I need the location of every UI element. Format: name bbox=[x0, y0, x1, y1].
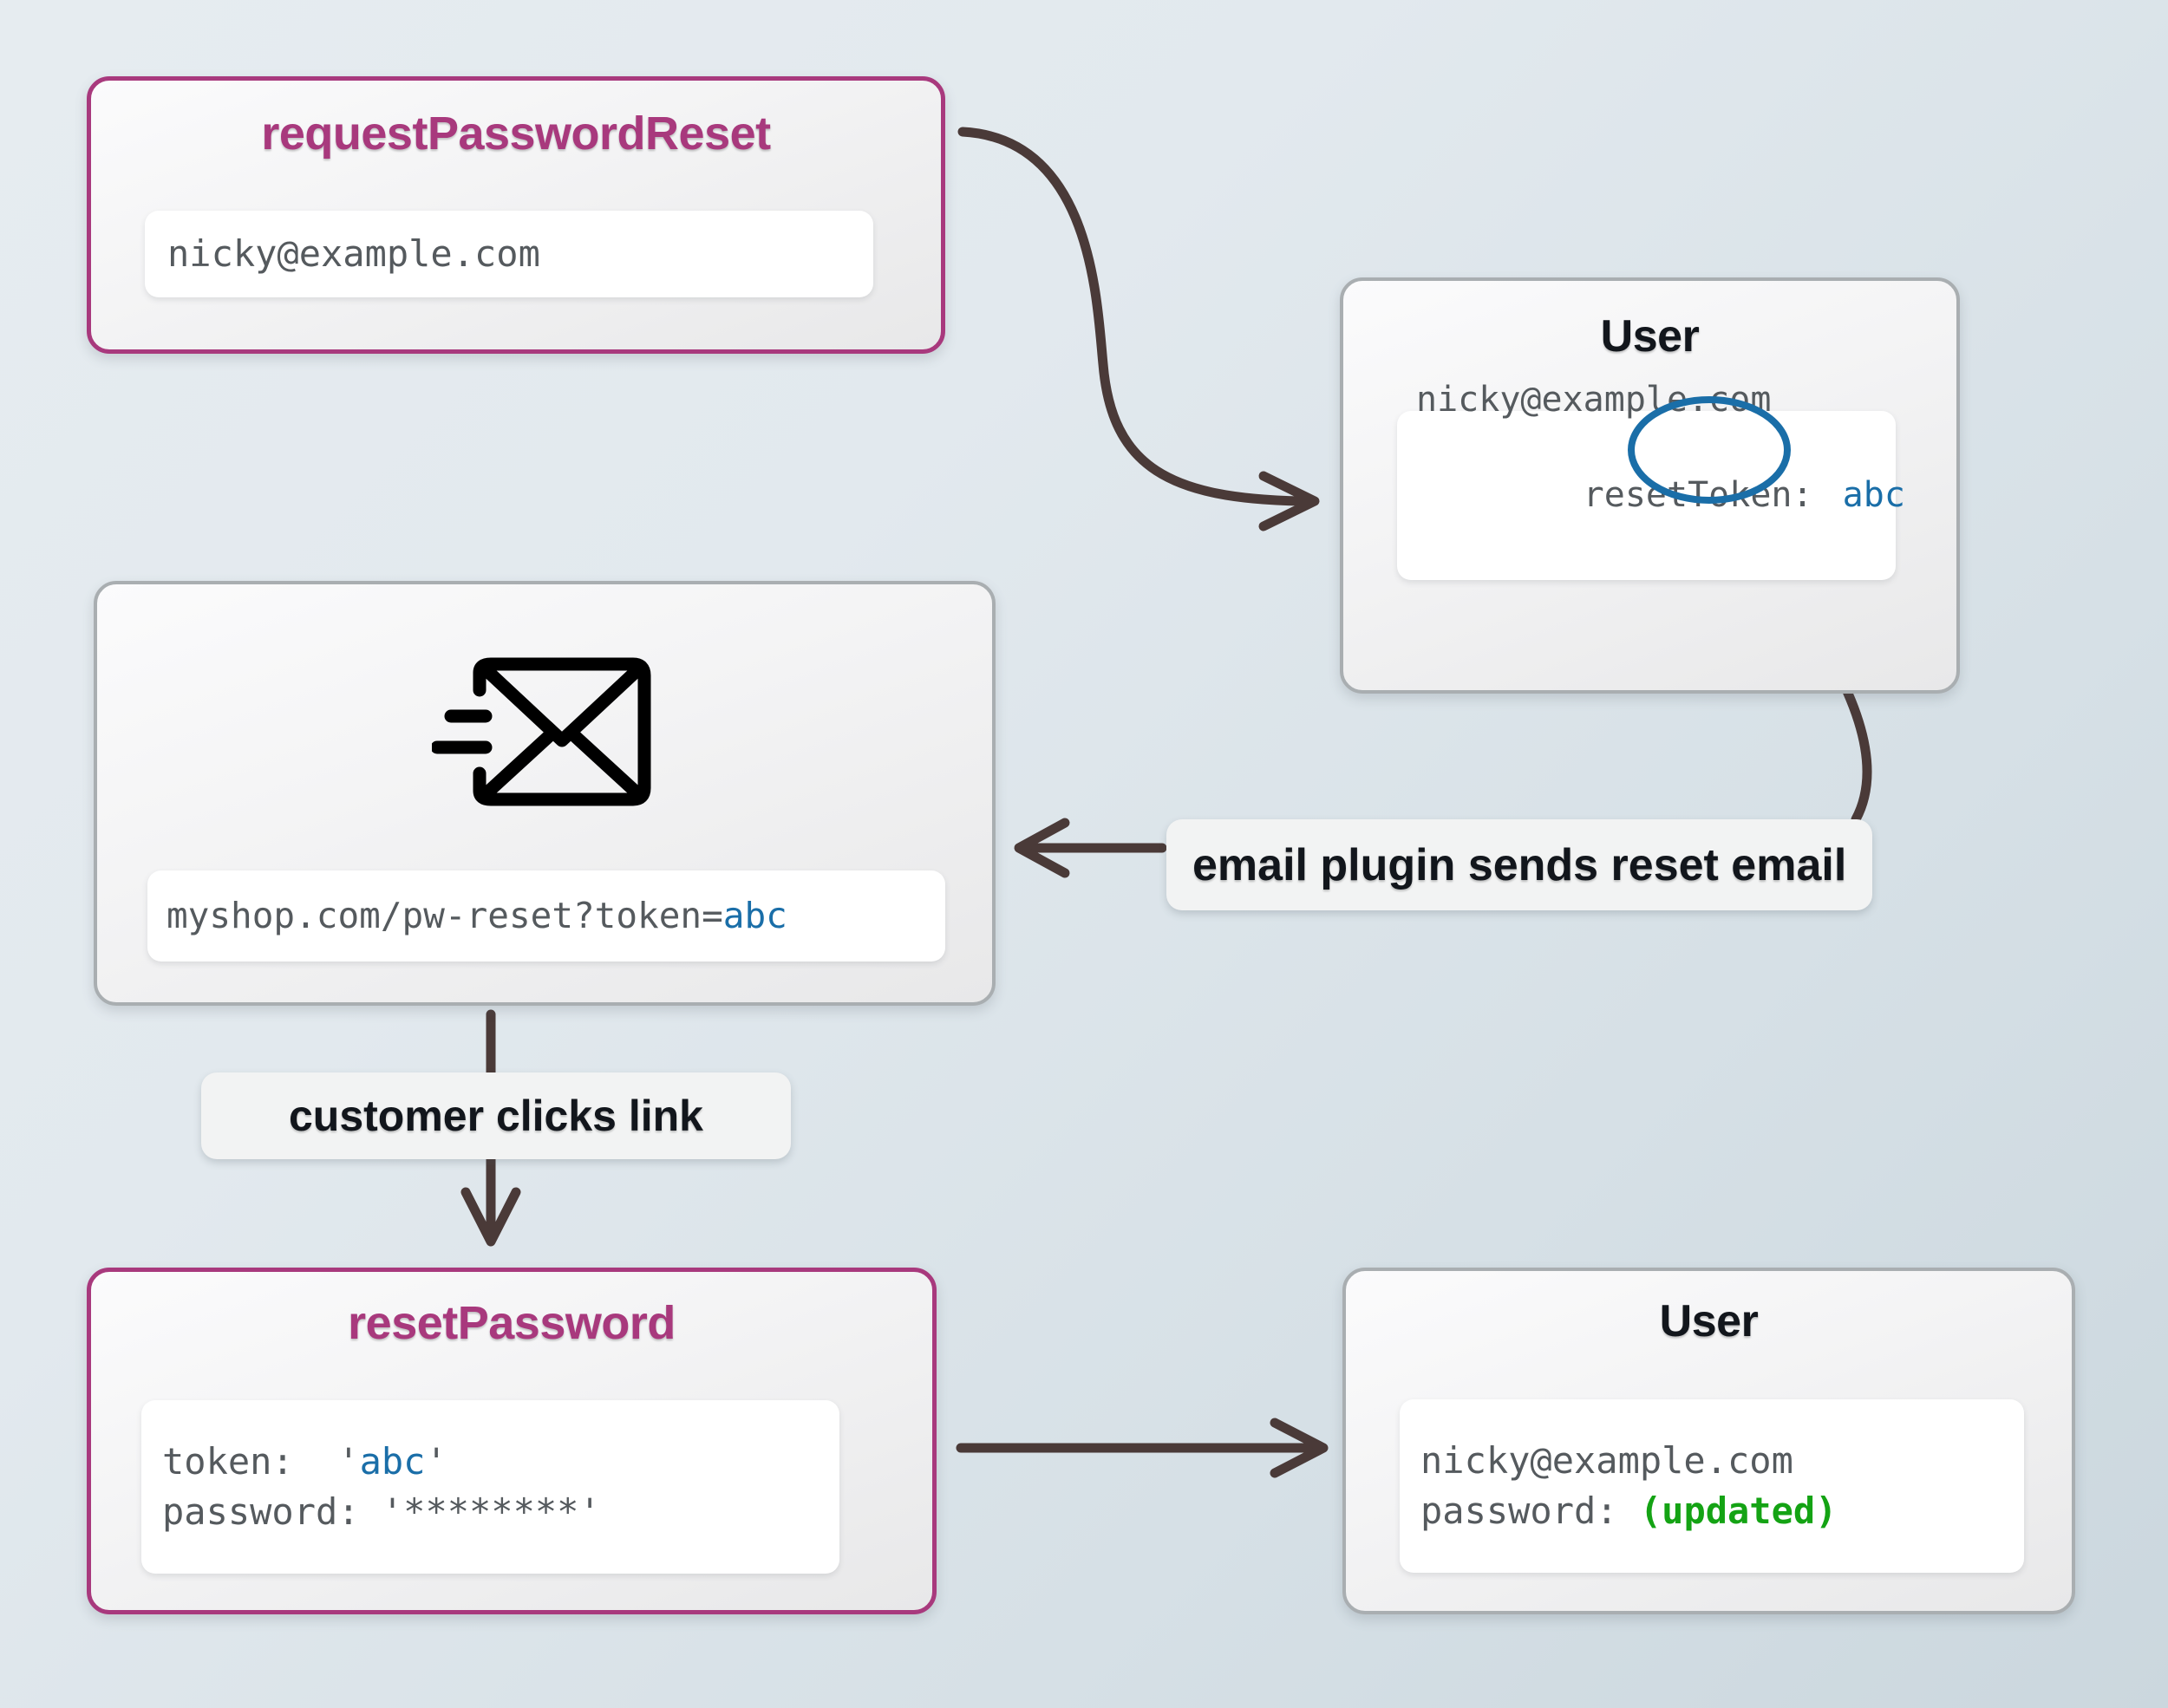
token-label: token: bbox=[162, 1440, 294, 1483]
label-customer-clicks-link: customer clicks link bbox=[201, 1072, 791, 1159]
arrow-plugin-to-email-head bbox=[1014, 818, 1070, 878]
card-title: User bbox=[1600, 311, 1700, 362]
arrow-request-to-user bbox=[957, 127, 1306, 506]
field-reset-url: myshop.com/pw-reset?token=abc bbox=[167, 891, 926, 941]
token-value: abc bbox=[359, 1440, 426, 1483]
field-email: nicky@example.com bbox=[167, 232, 540, 276]
card-user-bottom[interactable]: User nicky@example.com password: (update… bbox=[1342, 1268, 2075, 1614]
token-highlight-circle-icon bbox=[1628, 395, 1791, 504]
field-email: nicky@example.com bbox=[1420, 1439, 1793, 1483]
card-request-password-reset[interactable]: requestPasswordReset nicky@example.com bbox=[87, 76, 945, 354]
reset-token-value: abc bbox=[1842, 474, 1905, 515]
arrow-email-to-reset-head bbox=[460, 1187, 521, 1247]
card-email[interactable]: myshop.com/pw-reset?token=abc bbox=[94, 581, 996, 1006]
token-quote-open: ' bbox=[337, 1440, 360, 1483]
card-title: resetPassword bbox=[348, 1297, 676, 1349]
arrow-request-to-user-head bbox=[1258, 471, 1320, 531]
field-box: nicky@example.com bbox=[145, 211, 873, 297]
field-password: password: (updated) bbox=[1420, 1486, 2003, 1536]
field-box: myshop.com/pw-reset?token=abc bbox=[147, 870, 945, 962]
reset-url-prefix: myshop.com/pw-reset?token= bbox=[167, 895, 723, 937]
password-label: password: bbox=[1420, 1490, 1618, 1532]
arrow-reset-to-user-head bbox=[1270, 1418, 1329, 1478]
field-box: nicky@example.com resetToken: abc bbox=[1397, 380, 1905, 580]
send-email-icon bbox=[432, 657, 651, 806]
card-user-top[interactable]: User nicky@example.com resetToken: abc bbox=[1340, 277, 1960, 694]
field-box: nicky@example.com password: (updated) bbox=[1400, 1399, 2024, 1573]
field-password: password: '********' bbox=[162, 1487, 819, 1537]
label-email-plugin-sends-reset-email: email plugin sends reset email bbox=[1166, 819, 1873, 910]
password-value: (updated) bbox=[1639, 1490, 1838, 1532]
token-quote-close: ' bbox=[425, 1440, 447, 1483]
reset-url-token: abc bbox=[722, 895, 787, 937]
field-reset-token: resetToken: abc bbox=[1416, 395, 1905, 616]
card-reset-password[interactable]: resetPassword token: 'abc' password: '**… bbox=[87, 1268, 937, 1614]
password-label: password: bbox=[162, 1490, 360, 1533]
field-box: token: 'abc' password: '********' bbox=[141, 1400, 839, 1574]
card-title: requestPasswordReset bbox=[261, 108, 771, 160]
field-token: token: 'abc' bbox=[162, 1437, 819, 1487]
card-title: User bbox=[1659, 1296, 1759, 1346]
password-value: '********' bbox=[381, 1490, 601, 1533]
